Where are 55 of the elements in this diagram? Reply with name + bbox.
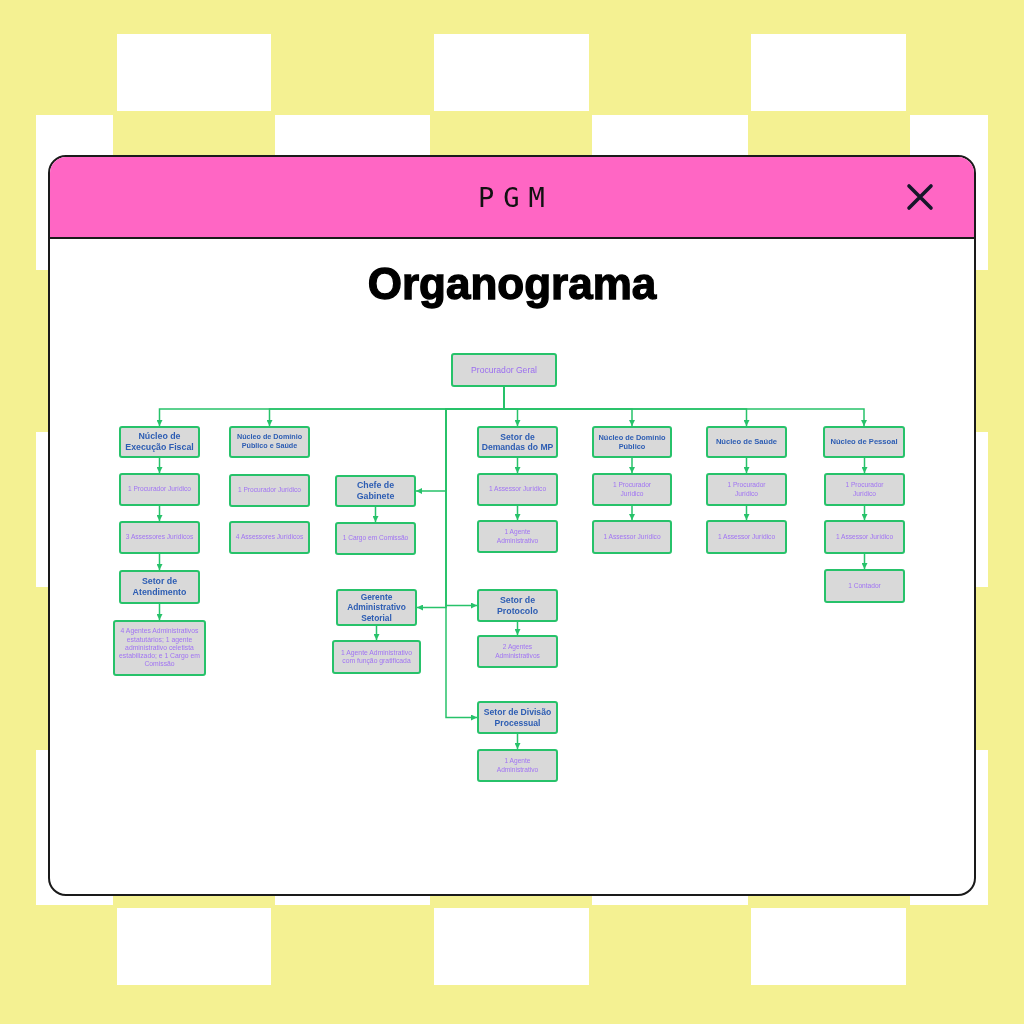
unit-name: Núcleo de Execução Fiscal <box>124 431 195 453</box>
unit-name: Setor de Atendimento <box>131 576 188 598</box>
position-box <box>451 353 557 387</box>
window-title: PGM <box>478 183 554 211</box>
unit-name: Setor de Demandas do MP <box>481 431 554 453</box>
diagram-title: Organograma <box>367 262 657 306</box>
unit-name: Gerente Administrativo Setorial <box>346 592 407 623</box>
staff-box <box>477 749 558 782</box>
unit-box <box>592 426 672 458</box>
connector-arrow <box>156 603 163 621</box>
unit-box <box>823 426 905 458</box>
connector-arrow <box>156 457 163 474</box>
connector-arrow <box>743 457 750 474</box>
staff-box <box>592 520 672 554</box>
connector-arrow <box>372 506 379 523</box>
connector-arrow <box>156 553 163 571</box>
connector-arrow <box>629 505 635 521</box>
unit-box <box>706 426 787 458</box>
staff-box <box>592 473 672 506</box>
unit-box <box>229 426 310 458</box>
staff-box <box>229 521 310 554</box>
connector-arrow <box>629 457 635 474</box>
unit-name: Chefe de Gabinete <box>355 480 396 502</box>
staff-box <box>335 522 416 555</box>
staff-box <box>706 473 787 506</box>
unit-box <box>335 475 416 507</box>
connector-arrow <box>156 505 163 522</box>
staff-box <box>824 473 905 506</box>
connector-arrow <box>861 505 868 521</box>
connector-arrow <box>743 505 750 521</box>
staff-box <box>824 520 905 554</box>
unit-name: Setor de Divisão Processual <box>482 707 553 728</box>
staff-box <box>113 620 206 676</box>
unit-box <box>477 589 558 622</box>
connector-arrow <box>514 733 521 750</box>
connector-arrow <box>861 553 868 570</box>
connector-arrow <box>861 457 868 474</box>
connector-arrow <box>373 625 380 641</box>
connector-arrow <box>514 621 521 636</box>
connector-arrow <box>514 505 521 521</box>
staff-box <box>477 635 558 668</box>
staff-box <box>119 521 200 554</box>
unit-box <box>477 701 558 734</box>
staff-box <box>477 473 558 506</box>
staff-box <box>332 640 421 674</box>
unit-box <box>119 570 200 604</box>
staff-box <box>477 520 558 553</box>
connector-arrow <box>514 457 521 474</box>
staff-box <box>706 520 787 554</box>
position-name: Procurador Geral <box>471 364 537 376</box>
staff-box <box>119 473 200 506</box>
staff-box <box>229 474 310 507</box>
unit-box <box>336 589 417 626</box>
staff-box <box>824 569 905 603</box>
unit-name: Setor de Protocolo <box>495 594 540 617</box>
